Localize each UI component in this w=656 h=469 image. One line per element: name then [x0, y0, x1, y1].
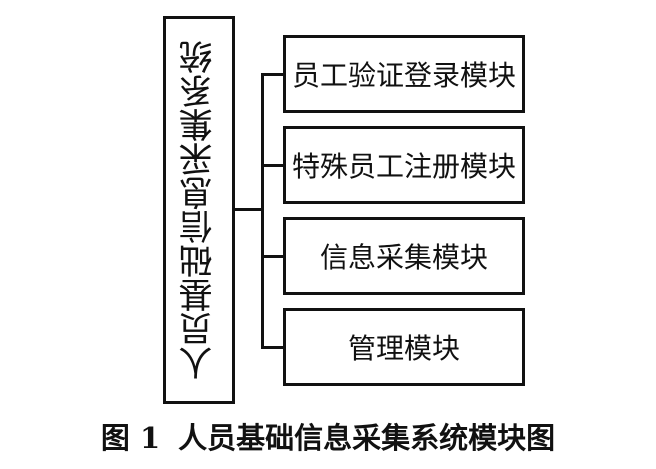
child-module-box-2: 特殊员工注册模块: [283, 126, 525, 204]
root-module-box: 人员基础信息采集系统: [163, 16, 235, 404]
branch-line-2: [261, 164, 285, 167]
child-module-box-4: 管理模块: [283, 308, 525, 386]
figure-label: 图 1: [100, 421, 161, 455]
root-connector-line: [235, 208, 263, 211]
figure-title: 人员基础信息采集系统模块图: [178, 421, 556, 455]
child-module-box-3: 信息采集模块: [283, 217, 525, 295]
branch-line-4: [261, 346, 285, 349]
root-module-label: 人员基础信息采集系统: [179, 40, 219, 380]
branch-line-1: [261, 73, 285, 76]
child-module-label: 特殊员工注册模块: [291, 150, 516, 183]
trunk-line: [261, 73, 264, 348]
child-module-label: 员工验证登录模块: [291, 59, 516, 92]
child-module-label: 管理模块: [347, 332, 460, 365]
branch-line-3: [261, 255, 285, 258]
child-module-box-1: 员工验证登录模块: [283, 35, 525, 113]
figure-caption: 图 1 人员基础信息采集系统模块图: [0, 416, 656, 460]
child-module-label: 信息采集模块: [319, 241, 488, 274]
